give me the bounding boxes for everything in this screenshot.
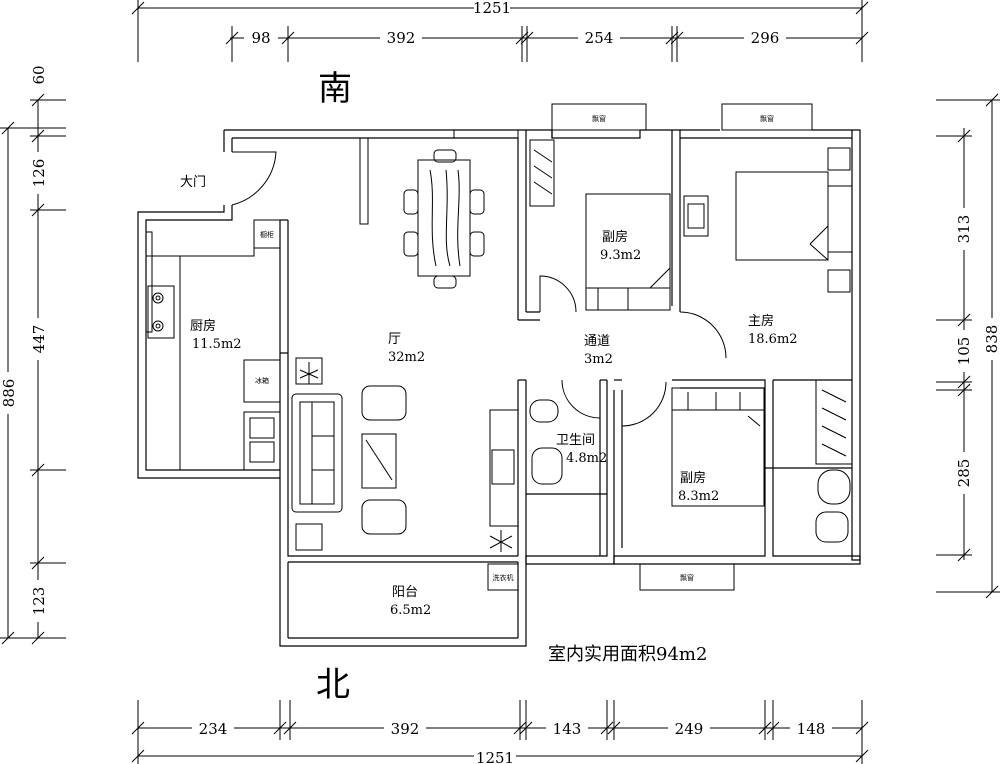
dim-bottom-3: 143 [553,720,582,738]
living-name: 厅 [388,332,401,347]
windows [145,103,813,591]
kitchen-name: 厨房 [190,318,216,334]
dim-left-4: 123 [30,587,48,616]
dim-bottom-1: 234 [199,720,228,738]
dim-bottom-total: 1251 [476,749,514,764]
bedroom-second-top-area: 9.3m2 [600,248,641,263]
bathroom-area: 4.8m2 [566,451,607,466]
dim-left-1: 60 [30,65,48,84]
balcony-area: 6.5m2 [390,603,431,618]
kitchen-area: 11.5m2 [192,337,242,352]
dim-right-2: 105 [955,337,973,366]
master-bedroom-name: 主房 [748,313,774,329]
washer [487,563,519,591]
dim-top-1: 98 [251,29,270,47]
dim-right-total: 838 [983,325,1000,354]
washer-label: 洗衣机 [493,573,514,582]
corridor-area: 3m2 [584,352,613,367]
dimension-bottom-labels: 234 392 143 249 148 1251 [192,720,832,764]
bedroom-second-bottom-name: 副房 [680,470,706,486]
total-area-label: 室内实用面积94m2 [548,644,707,665]
fridge-label: 冰箱 [255,376,269,385]
bathroom-name: 卫生间 [556,433,595,448]
kitchen-cabinet-label: 橱柜 [260,230,274,239]
dim-left-total: 886 [0,379,18,408]
dim-right-1: 313 [955,215,973,244]
partition-pillars [359,137,369,225]
walls [137,129,861,647]
direction-south: 南 [318,69,352,109]
dim-left-3: 447 [30,325,48,354]
doors [231,151,727,427]
dim-bottom-2: 392 [391,720,420,738]
dimension-left-labels: 60 126 447 123 886 [0,58,48,622]
dimension-top-labels: 1251 98 392 254 296 [244,0,786,47]
dim-left-2: 126 [30,159,48,188]
bay-window-label-3: 飘窗 [680,573,694,582]
entrance-label: 大门 [180,175,206,190]
dimension-right-labels: 313 105 285 838 [954,208,1000,494]
dim-bottom-4: 249 [675,720,704,738]
bay-window-label-2: 飘窗 [760,114,774,123]
direction-north: 北 [316,665,350,705]
dim-top-total: 1251 [473,0,511,17]
plants [299,362,513,552]
dim-top-2: 392 [387,29,416,47]
dim-top-4: 296 [751,29,780,47]
dim-top-3: 254 [585,29,614,47]
dim-bottom-5: 148 [797,720,826,738]
living-area: 32m2 [388,350,425,365]
balcony-name: 阳台 [392,585,418,600]
bedroom-second-top-name: 副房 [602,229,628,245]
sofa-set [291,357,519,551]
kitchen-counter [146,219,281,471]
window-labels: 飘窗 飘窗 飘窗 [592,114,774,582]
master-bedroom-area: 18.6m2 [748,332,798,347]
bedroom-furniture [529,139,853,543]
dining-table [403,149,485,289]
bedroom-second-bottom-area: 8.3m2 [678,489,719,504]
dim-right-3: 285 [955,459,973,488]
bay-window-label-1: 飘窗 [592,114,606,123]
corridor-name: 通道 [584,334,610,349]
